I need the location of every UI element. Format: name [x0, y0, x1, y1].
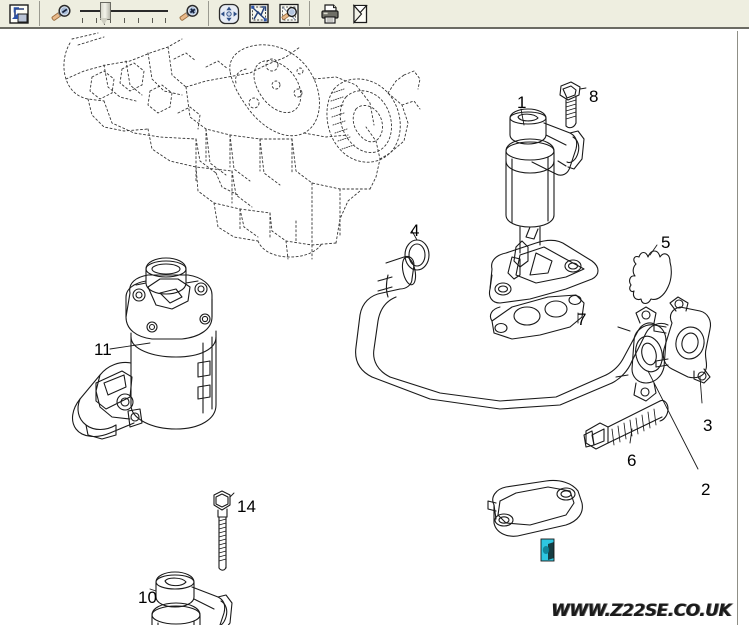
callout-7[interactable]: 7 — [577, 310, 587, 329]
zoom-in-button[interactable] — [175, 1, 201, 26]
magnifier-marquee-icon — [277, 3, 301, 25]
callout-10[interactable]: 10 — [138, 588, 157, 607]
part-4-o-ring — [404, 230, 430, 271]
zoom-out-button[interactable] — [47, 1, 73, 26]
callout-2[interactable]: 2 — [701, 480, 711, 499]
callout-5[interactable]: 5 — [661, 233, 671, 252]
zoom-slider-track[interactable] — [80, 10, 168, 12]
pan-button[interactable] — [216, 1, 242, 26]
toolbar-separator-3 — [309, 1, 310, 26]
zoom-slider-thumb[interactable] — [100, 2, 111, 25]
vertical-scrollbar[interactable] — [738, 31, 749, 625]
part-8-bolt — [559, 81, 587, 129]
callout-14[interactable]: 14 — [237, 497, 256, 516]
part-5-clip — [629, 244, 672, 305]
exploded-parts-diagram[interactable] — [0, 31, 738, 625]
part-2-egr-pipe — [355, 255, 699, 470]
zoom-in-magnifier-icon — [176, 3, 200, 25]
diagram-canvas[interactable]: 1 8 4 5 7 11 3 6 2 14 10 WWW.Z22SE.CO.UK — [0, 31, 738, 625]
callout-6[interactable]: 6 — [627, 451, 637, 470]
fit-to-window-button[interactable] — [6, 1, 32, 26]
toolbar-separator-2 — [208, 1, 209, 26]
envelope-icon — [348, 3, 372, 25]
selected-part-marker[interactable] — [540, 538, 555, 562]
site-watermark: WWW.Z22SE.CO.UK — [550, 601, 732, 621]
magnify-select-button[interactable] — [276, 1, 302, 26]
zoom-slider-ticks — [82, 18, 166, 24]
blanking-plate — [487, 479, 583, 537]
zoom-out-magnifier-icon — [48, 3, 72, 25]
callout-4[interactable]: 4 — [410, 221, 420, 240]
printer-icon — [318, 3, 342, 25]
part-7-gasket-valve — [489, 294, 585, 340]
print-button[interactable] — [317, 1, 343, 26]
mail-button[interactable] — [347, 1, 373, 26]
part-14-bolt — [213, 490, 235, 571]
callout-3[interactable]: 3 — [703, 416, 713, 435]
part-6-stud-bolt — [583, 399, 669, 450]
part-1-egr-valve — [488, 108, 599, 304]
fit-to-window-icon — [8, 3, 30, 25]
marquee-zoom-icon — [247, 3, 271, 25]
callout-1[interactable]: 1 — [517, 93, 527, 112]
toolbar-separator-1 — [39, 1, 40, 26]
toolbar — [0, 0, 749, 29]
zoom-area-button[interactable] — [246, 1, 272, 26]
part-11-egr-cooler — [71, 257, 217, 440]
four-way-arrows-icon — [217, 3, 241, 25]
callout-8[interactable]: 8 — [589, 87, 599, 106]
part-10-egr-outlet — [149, 571, 233, 625]
engine-block-ghost — [63, 32, 421, 260]
callout-11[interactable]: 11 — [94, 340, 112, 359]
part-3-flange — [653, 296, 712, 404]
zoom-slider[interactable] — [78, 1, 170, 26]
